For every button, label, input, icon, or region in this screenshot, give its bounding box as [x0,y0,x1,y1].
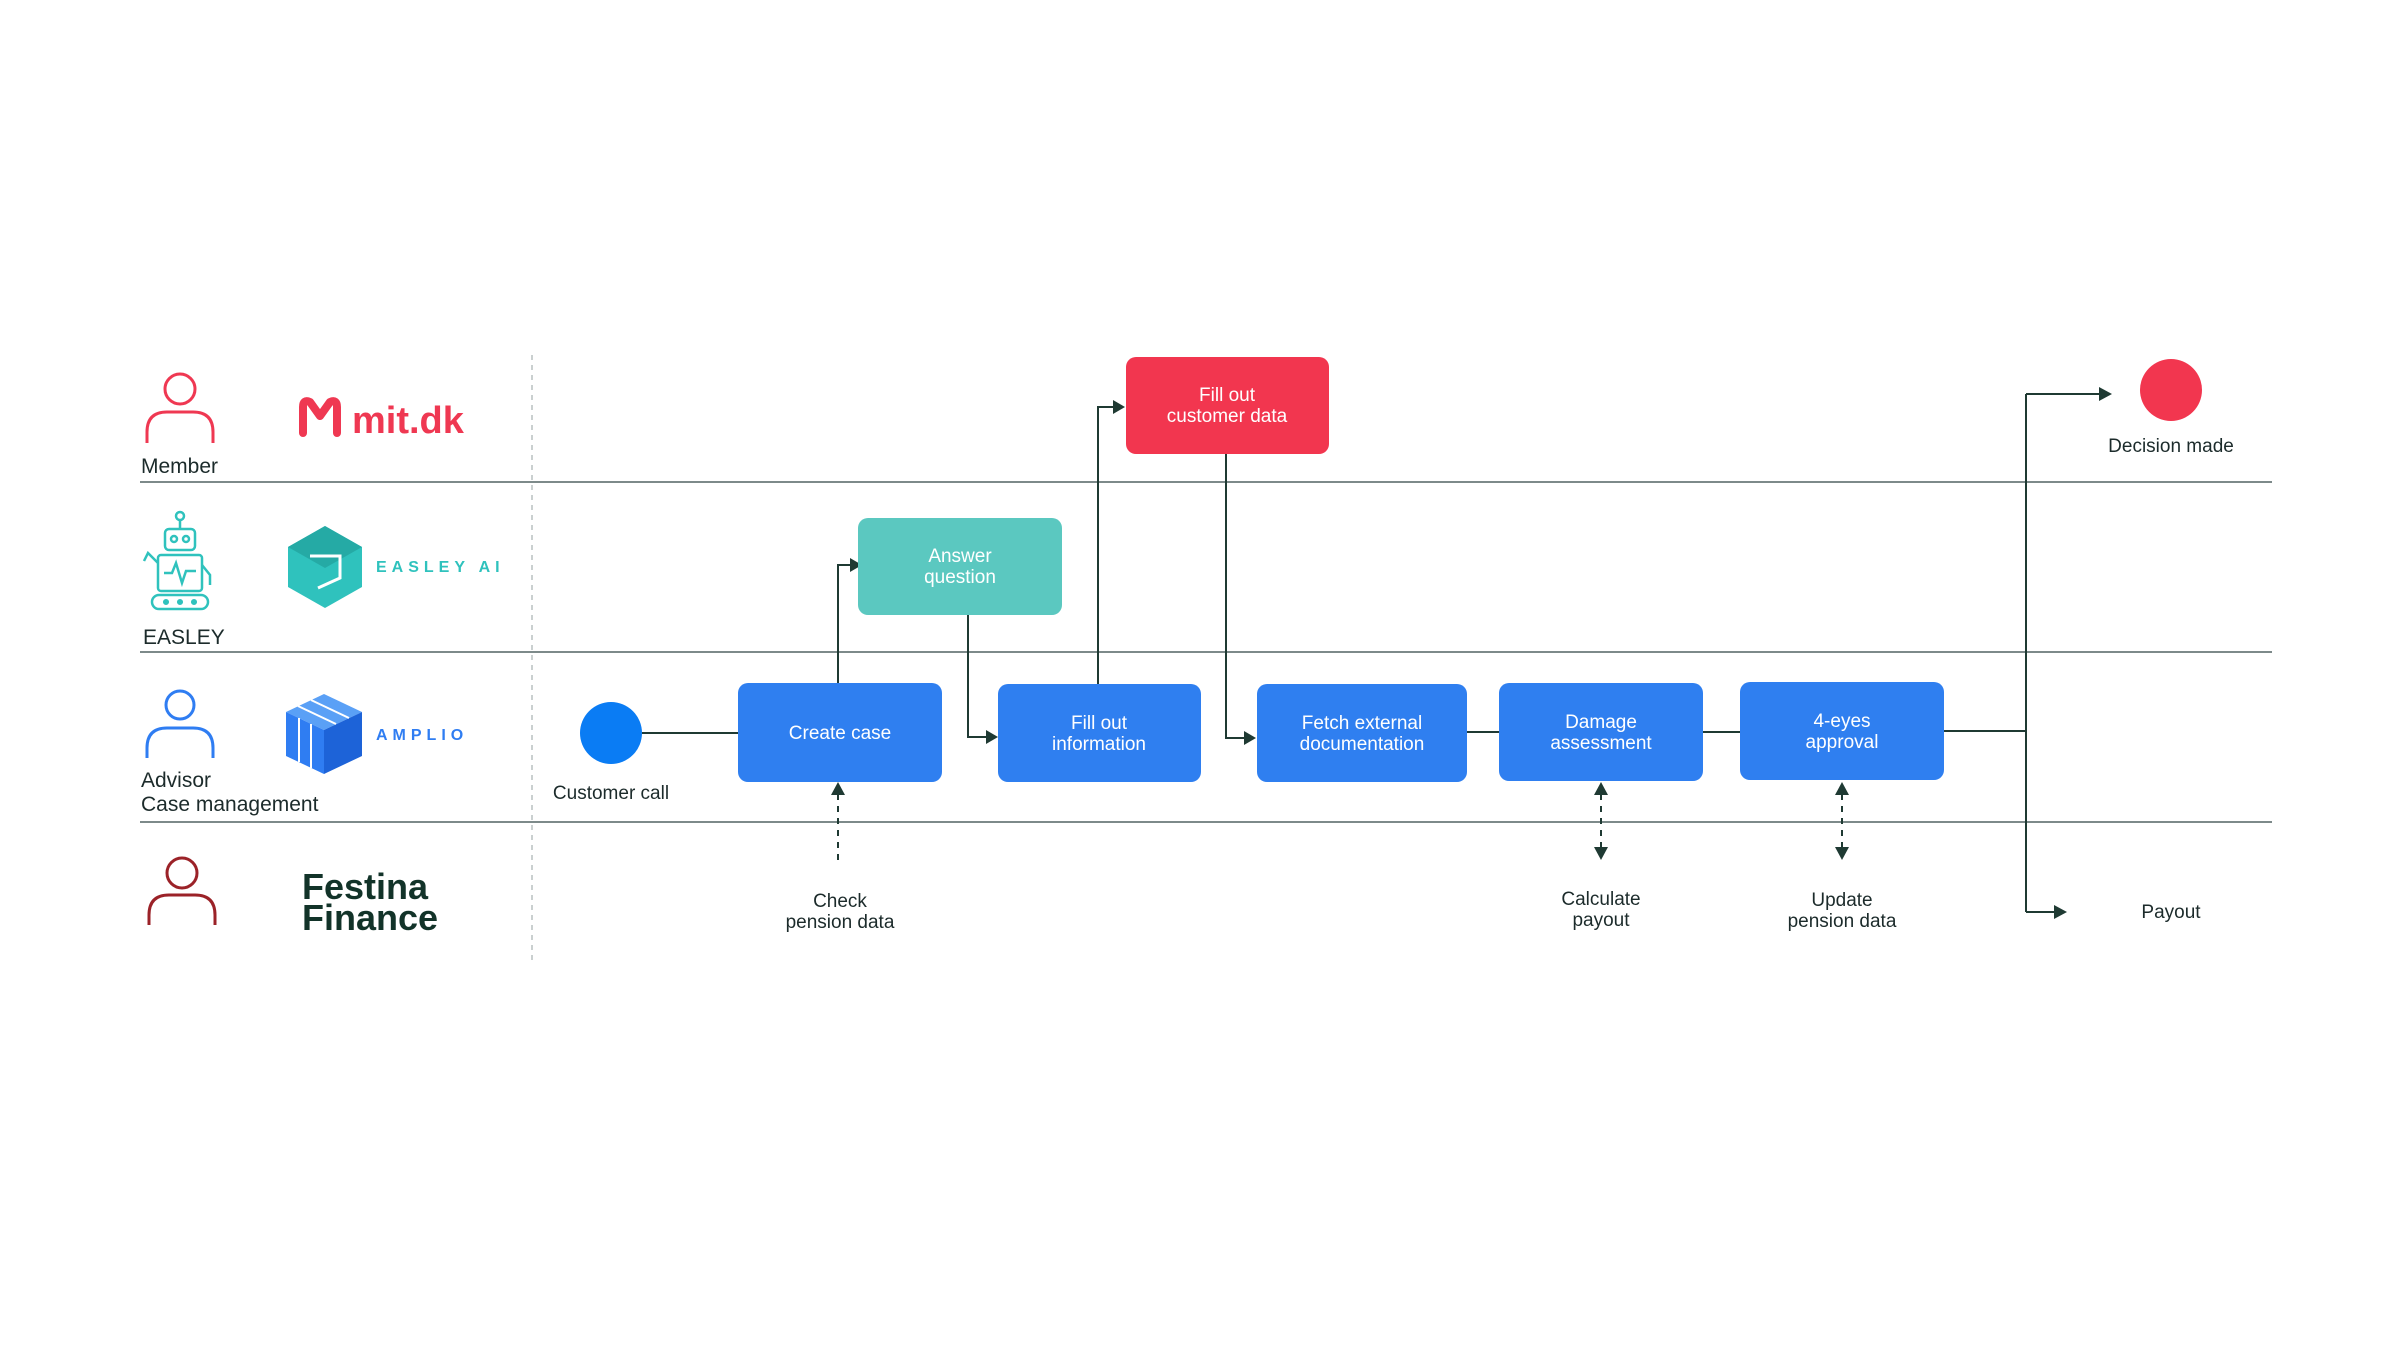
mit-dk-wordmark: mit.dk [352,400,465,442]
lane-easley: EASLEY EASLEY AI [142,510,505,649]
flow-create-case-to-answer [837,564,852,683]
task-label-line-1: Fill out [1071,713,1128,734]
lane-advisor: Advisor Case management AMPLIO [141,689,468,816]
lane-title-advisor: Advisor [141,769,211,792]
amplio-logo: AMPLIO [286,694,468,774]
task-fetch-external-documentation: Fetch external documentation [1257,684,1467,782]
task-label-line-1: 4-eyes [1813,711,1870,732]
task-fill-out-information: Fill out information [998,684,1201,782]
lane-title-easley: EASLEY [143,626,225,649]
lane-title-case-management: Case management [141,793,319,816]
lane-title-member: Member [141,455,218,478]
task-box [1740,682,1944,780]
label-line-1: Check [813,891,867,912]
task-fill-out-customer-data: Fill out customer data [1126,357,1329,454]
end-event-label: Decision made [2108,436,2234,457]
flow-fill-out-to-customer-data [1097,406,1115,684]
label-line-2: pension data [786,912,895,933]
person-icon [145,372,215,443]
arrowhead-icon [1594,847,1608,860]
robot-icon [142,510,212,611]
task-label-line-2: approval [1806,732,1879,753]
task-box [1499,683,1703,781]
task-label-line-2: customer data [1167,406,1288,427]
start-event-label: Customer call [553,783,669,804]
label-calculate-payout: Calculate payout [1561,889,1640,931]
swimlane-grid [140,355,2272,960]
task-four-eyes-approval: 4-eyes approval [1740,682,1944,780]
arrowhead-icon [2054,905,2067,919]
label-line-1: Calculate [1561,889,1640,910]
task-box [738,683,942,782]
amplio-box-icon [286,694,362,774]
task-label-line-2: assessment [1550,733,1652,754]
task-answer-question: Answer question [858,518,1062,615]
easley-cube-icon [288,526,362,608]
flow-answer-to-fill-out [967,615,988,738]
label-check-pension-data: Check pension data [786,891,895,933]
festina-wordmark: Festina [302,866,429,907]
task-label-line-2: documentation [1300,734,1425,755]
festina-finance-logo: Festina Finance [302,866,438,938]
connectors [642,387,2112,919]
person-icon [147,856,217,925]
arrowhead-icon [1113,400,1125,414]
end-event: Decision made [2108,359,2234,457]
task-box [1126,357,1329,454]
task-box [1257,684,1467,782]
task-label-line-1: Answer [928,546,992,567]
label-line-1: Update [1811,890,1872,911]
start-event-circle [580,702,642,764]
mit-dk-logo: mit.dk [299,397,465,442]
arrowhead-icon [1835,847,1849,860]
arrowhead-icon [986,730,998,744]
task-create-case: Create case [738,683,942,782]
flow-customer-data-to-fetch [1225,454,1246,739]
task-box [998,684,1201,782]
task-label-line-1: Fetch external [1302,713,1422,734]
end-event-circle [2140,359,2202,421]
task-label-line-2: information [1052,734,1146,755]
task-damage-assessment: Damage assessment [1499,683,1703,781]
easley-ai-wordmark: EASLEY AI [376,559,505,576]
label-line-2: pension data [1788,911,1897,932]
label-update-pension-data: Update pension data [1788,890,1897,932]
arrowhead-icon [2099,387,2112,401]
label-line-1: Payout [2141,902,2201,923]
lane-festina: Festina Finance [147,856,438,938]
label-line-2: payout [1572,910,1630,931]
arrowhead-icon [831,782,845,795]
task-label-line-1: Damage [1565,712,1637,733]
arrowhead-icon [1835,782,1849,795]
mit-dk-m-mark-icon [299,397,341,437]
task-box [858,518,1062,615]
amplio-wordmark: AMPLIO [376,727,468,744]
lane-member: Member mit.dk [141,372,465,478]
arrowhead-icon [1244,731,1256,745]
arrowhead-icon [1594,782,1608,795]
easley-ai-logo: EASLEY AI [288,526,505,608]
person-icon [145,689,215,758]
label-payout: Payout [2141,902,2201,923]
arrowhead-icon [850,558,862,572]
task-label: Create case [789,723,891,744]
finance-wordmark: Finance [302,897,438,938]
start-event: Customer call [553,702,669,804]
task-label-line-1: Fill out [1199,385,1256,406]
task-label-line-2: question [924,567,996,588]
